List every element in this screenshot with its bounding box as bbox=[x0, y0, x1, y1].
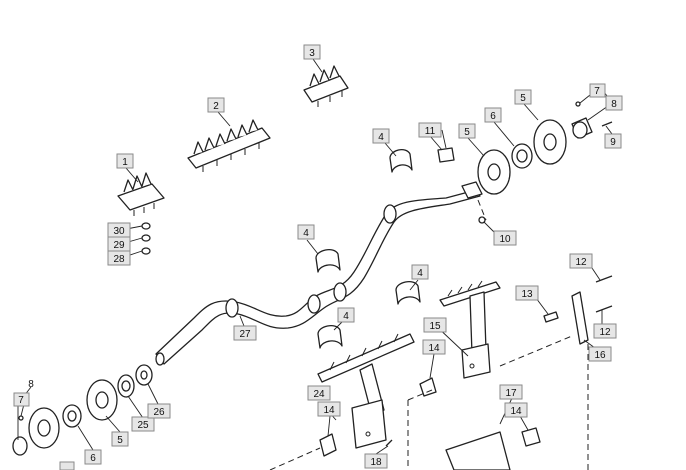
callout-5: 5 bbox=[514, 89, 532, 105]
svg-text:4: 4 bbox=[303, 228, 309, 239]
svg-text:4: 4 bbox=[343, 311, 349, 322]
svg-text:2: 2 bbox=[213, 101, 219, 112]
svg-text:5: 5 bbox=[464, 127, 470, 138]
callout-14: 14 bbox=[504, 402, 528, 418]
callout-8-plain: 8 bbox=[28, 379, 34, 390]
svg-text:6: 6 bbox=[490, 111, 496, 122]
svg-text:11: 11 bbox=[425, 126, 436, 137]
callout-4: 4 bbox=[411, 264, 429, 280]
callout-26: 26 bbox=[147, 403, 171, 419]
crank-axle bbox=[155, 181, 483, 366]
callout-28: 28 bbox=[107, 250, 131, 266]
svg-text:3: 3 bbox=[309, 48, 315, 59]
callout-18: 18 bbox=[364, 453, 388, 469]
callout-16: 16 bbox=[588, 346, 612, 362]
bracket-bottom bbox=[445, 427, 541, 470]
bracket-lower bbox=[317, 333, 415, 457]
callout-6: 6 bbox=[84, 449, 102, 465]
svg-text:10: 10 bbox=[499, 234, 511, 245]
callout-14: 14 bbox=[317, 401, 341, 417]
svg-text:8: 8 bbox=[611, 99, 617, 110]
callout-4: 4 bbox=[297, 224, 315, 240]
svg-text:25: 25 bbox=[137, 420, 149, 431]
svg-text:12: 12 bbox=[575, 257, 587, 268]
svg-text:7: 7 bbox=[18, 395, 24, 406]
callout-29: 29 bbox=[107, 236, 131, 252]
svg-text:24: 24 bbox=[313, 389, 325, 400]
callout-13: 13 bbox=[515, 285, 539, 301]
svg-text:30: 30 bbox=[113, 226, 125, 237]
callout-24: 24 bbox=[307, 385, 331, 401]
svg-text:9: 9 bbox=[610, 137, 616, 148]
svg-text:26: 26 bbox=[153, 407, 165, 418]
svg-text:5: 5 bbox=[520, 93, 526, 104]
svg-text:14: 14 bbox=[428, 343, 440, 354]
callout-12: 12 bbox=[569, 253, 593, 269]
callout-14: 14 bbox=[422, 339, 446, 355]
callout-15: 15 bbox=[423, 317, 447, 333]
callout-10: 10 bbox=[493, 230, 517, 246]
callout-4: 4 bbox=[337, 307, 355, 323]
callout-6: 6 bbox=[484, 107, 502, 123]
svg-text:6: 6 bbox=[90, 453, 96, 464]
callout-3: 3 bbox=[303, 44, 321, 60]
callout-5: 5 bbox=[111, 431, 129, 447]
callout-17: 17 bbox=[499, 384, 523, 400]
svg-text:4: 4 bbox=[417, 268, 423, 279]
callout-11: 11 bbox=[418, 122, 442, 138]
svg-text:18: 18 bbox=[370, 457, 382, 468]
callout-1: 1 bbox=[116, 153, 134, 169]
svg-text:12: 12 bbox=[599, 327, 611, 338]
svg-text:4: 4 bbox=[378, 132, 384, 143]
bracket-upper bbox=[419, 280, 501, 397]
callout-cropped bbox=[59, 461, 75, 470]
callouts: 1 2 3 4 4 4 4 5 5 5 6 6 7 7 8 8 9 10 11 … bbox=[13, 44, 623, 470]
callout-8: 8 bbox=[605, 95, 623, 111]
callout-4: 4 bbox=[372, 128, 390, 144]
callout-7: 7 bbox=[589, 83, 606, 98]
callout-30: 30 bbox=[107, 222, 131, 238]
callout-25: 25 bbox=[131, 416, 155, 432]
dashed-guides bbox=[269, 199, 589, 470]
side-plate bbox=[543, 275, 613, 345]
svg-text:14: 14 bbox=[510, 406, 522, 417]
callout-27: 27 bbox=[233, 325, 257, 341]
left-bearing-assembly bbox=[12, 364, 153, 456]
callout-7: 7 bbox=[13, 392, 30, 407]
right-bearing-assembly bbox=[477, 101, 613, 224]
svg-text:28: 28 bbox=[113, 254, 125, 265]
svg-text:7: 7 bbox=[594, 86, 600, 97]
svg-text:29: 29 bbox=[113, 240, 125, 251]
svg-text:5: 5 bbox=[117, 435, 123, 446]
svg-text:15: 15 bbox=[429, 321, 441, 332]
hardware-stack bbox=[141, 222, 151, 255]
callout-12: 12 bbox=[593, 323, 617, 339]
svg-text:1: 1 bbox=[122, 157, 128, 168]
svg-text:16: 16 bbox=[594, 350, 606, 361]
callout-9: 9 bbox=[604, 133, 622, 149]
callout-5: 5 bbox=[458, 123, 476, 139]
tine-bar-long bbox=[187, 119, 271, 172]
svg-text:27: 27 bbox=[239, 329, 251, 340]
callout-2: 2 bbox=[207, 97, 225, 113]
svg-text:14: 14 bbox=[323, 405, 335, 416]
svg-text:13: 13 bbox=[521, 289, 533, 300]
leader-lines bbox=[17, 58, 613, 455]
tine-bar-small-left bbox=[117, 172, 165, 216]
svg-text:17: 17 bbox=[505, 388, 517, 399]
tine-bar-small-top bbox=[303, 65, 349, 107]
